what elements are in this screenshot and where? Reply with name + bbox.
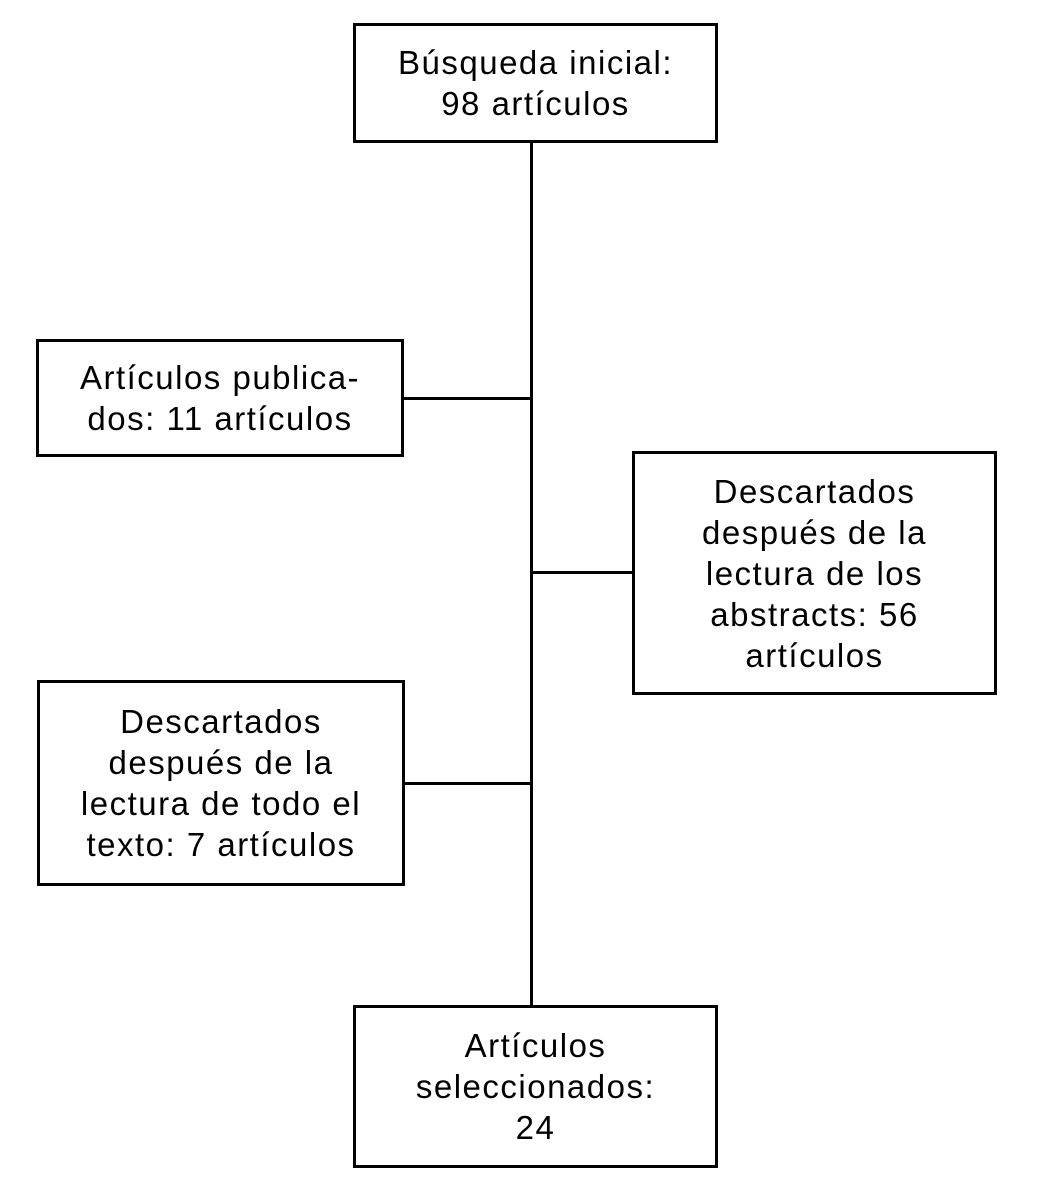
- node-articulos-publicados: Artículos publica- dos: 11 artículos: [36, 339, 404, 457]
- node-text-line: 98 artículos: [441, 85, 630, 122]
- node-descartados-abstracts: Descartados después de la lectura de los…: [632, 451, 997, 695]
- connector-trunk-vertical: [530, 143, 533, 1005]
- node-articulos-seleccionados: Artículos seleccionados: 24: [353, 1005, 718, 1168]
- node-descartados-texto-completo: Descartados después de la lectura de tod…: [37, 680, 405, 886]
- node-text-line: abstracts: 56: [710, 595, 919, 633]
- connector-branch-descartados-abstracts: [533, 571, 632, 574]
- node-text-line: Artículos: [464, 1027, 607, 1064]
- node-text-line: artículos: [745, 636, 884, 674]
- node-text-line: Descartados: [120, 703, 322, 740]
- node-text-line: lectura de los: [705, 554, 924, 592]
- node-busqueda-inicial: Búsqueda inicial: 98 artículos: [353, 23, 718, 143]
- node-text-line: lectura de todo el: [80, 785, 362, 822]
- node-text-line: dos: 11 artículos: [87, 400, 353, 437]
- connector-branch-descartados-texto-completo: [405, 782, 533, 785]
- node-text-line: Búsqueda inicial:: [398, 44, 673, 81]
- node-text-line: Artículos publica-: [79, 359, 361, 396]
- node-text-line: Descartados: [713, 472, 916, 510]
- node-text-line: 24: [515, 1109, 556, 1146]
- node-text-line: seleccionados:: [415, 1068, 656, 1105]
- node-text-line: después de la: [702, 513, 927, 551]
- node-text-line: texto: 7 artículos: [86, 826, 356, 863]
- connector-branch-articulos-publicados: [404, 397, 533, 400]
- node-text-line: después de la: [108, 744, 334, 781]
